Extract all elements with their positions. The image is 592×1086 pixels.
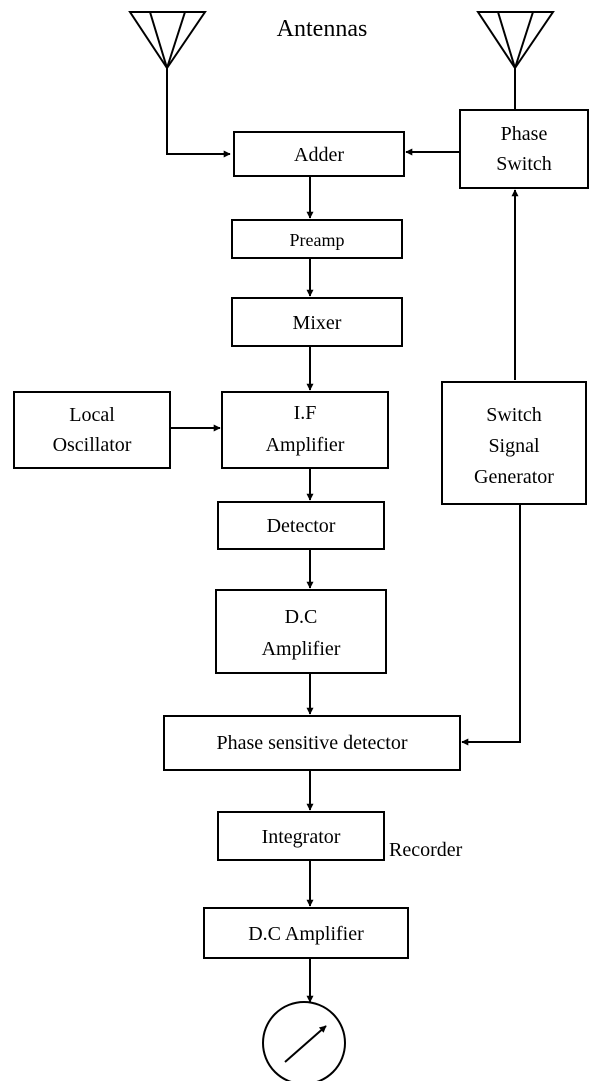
- local-oscillator-label-line-2: Oscillator: [53, 434, 132, 456]
- preamp-block: Preamp: [231, 219, 403, 259]
- left-antenna-icon: [128, 11, 207, 70]
- phase-sensitive-detector-label: Phase sensitive detector: [216, 732, 407, 754]
- if-amplifier-label-line-1: I.F: [294, 402, 317, 424]
- adder-label: Adder: [294, 144, 344, 166]
- phase-sensitive-detector-block: Phase sensitive detector: [163, 715, 461, 771]
- antennas-label: Antennas: [277, 16, 368, 42]
- dc-amplifier-1-label-line-1: D.C: [285, 606, 318, 628]
- switch-signal-generator-label-line-2: Signal: [488, 435, 540, 457]
- integrator-block: Integrator: [217, 811, 385, 861]
- right-antenna-icon: [476, 11, 555, 70]
- if-amplifier-block: I.F Amplifier: [221, 391, 389, 469]
- phase-switch-label-line-1: Phase: [501, 123, 548, 145]
- switch-signal-generator-block: Switch Signal Generator: [441, 381, 587, 505]
- detector-label: Detector: [267, 515, 336, 537]
- dc-amplifier-block-2: D.C Amplifier: [203, 907, 409, 959]
- switch-signal-generator-label-line-1: Switch: [486, 404, 542, 426]
- detector-block: Detector: [217, 501, 385, 550]
- switch-signal-generator-to-phase-sensitive-detector-wire: [461, 505, 521, 746]
- mixer-block: Mixer: [231, 297, 403, 347]
- switch-signal-generator-label-line-3: Generator: [474, 466, 554, 488]
- signal-wires: [166, 68, 521, 1003]
- mixer-label: Mixer: [293, 312, 342, 334]
- local-oscillator-label-line-1: Local: [69, 404, 115, 426]
- dc-amplifier-block-1: D.C Amplifier: [215, 589, 387, 674]
- local-oscillator-block: Local Oscillator: [13, 391, 171, 469]
- dc-amplifier-1-label-line-2: Amplifier: [262, 638, 341, 660]
- if-amplifier-label-line-2: Amplifier: [266, 434, 345, 456]
- phase-switch-label-line-2: Switch: [496, 153, 552, 175]
- integrator-label: Integrator: [262, 826, 341, 848]
- recorder-label: Recorder: [389, 839, 463, 861]
- preamp-label: Preamp: [290, 230, 345, 250]
- phase-switch-block: Phase Switch: [459, 109, 589, 189]
- adder-block: Adder: [233, 131, 405, 177]
- left-antenna-to-adder-wire: [166, 68, 231, 158]
- dc-amplifier-2-label: D.C Amplifier: [248, 923, 364, 945]
- meter-dial-icon: [262, 1001, 346, 1085]
